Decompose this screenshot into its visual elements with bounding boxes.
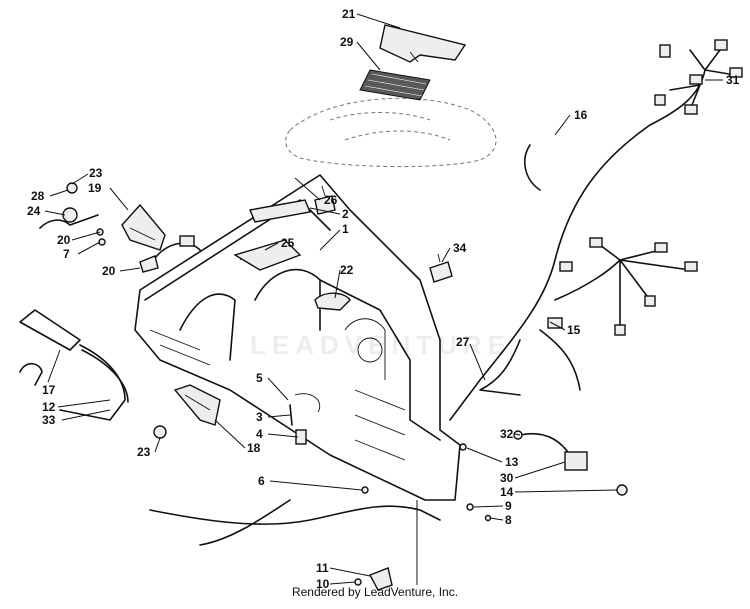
callout-34: 34 [453,241,467,255]
part-16-harness [449,124,651,421]
callout-labels: 21 29 31 16 23 28 19 24 26 2 25 1 34 22 … [27,7,740,591]
callout-26: 26 [324,193,338,207]
callout-7: 7 [63,247,70,261]
part-17-lever [19,309,129,421]
callout-17: 17 [42,383,56,397]
callout-19: 19 [88,181,102,195]
part-19-panel [121,203,166,251]
callout-23-bottom: 23 [137,445,151,459]
callout-3: 3 [256,410,263,424]
callout-11: 11 [316,561,329,575]
callout-5: 5 [256,371,263,385]
part-11-clip [354,567,393,591]
callout-24: 24 [27,204,41,218]
callout-6: 6 [258,474,265,488]
part-31-harness [649,39,743,126]
part-18-panel [173,384,221,426]
part-21-plate [379,24,467,63]
callout-28: 28 [31,189,45,203]
callout-20-lower: 20 [102,264,116,278]
part-14-nut [616,484,628,496]
part-1-console [134,174,461,501]
callout-16: 16 [574,108,588,122]
part-13-washer [459,443,467,451]
part-27-lead [479,329,581,396]
seat-outline [285,97,497,168]
part-29-screen [359,69,431,101]
callout-29: 29 [340,35,354,49]
watermark-text: LEADVENTURE [250,330,512,360]
callout-23-top: 23 [89,166,103,180]
callout-30: 30 [500,471,514,485]
callout-22: 22 [340,263,354,277]
part-34-switch [429,253,453,283]
callout-31: 31 [726,73,740,87]
part-23-washer [153,425,167,439]
callout-1: 1 [342,222,349,236]
footer-credit: Rendered by LeadVenture, Inc. [291,585,459,599]
part-20-connector [139,235,201,273]
part-30-relay [513,430,588,471]
callout-4: 4 [256,427,263,441]
callout-20-left: 20 [57,233,71,247]
callout-27: 27 [456,335,470,349]
callout-15: 15 [567,323,581,337]
callout-8: 8 [505,513,512,527]
callout-12: 12 [42,400,56,414]
callout-33: 33 [42,413,56,427]
part-28-knob [66,182,78,194]
callout-25: 25 [281,236,295,250]
part-15-branch [547,237,698,336]
callout-13: 13 [505,455,519,469]
callout-2: 2 [342,207,349,221]
callout-18: 18 [247,441,261,455]
callout-21: 21 [342,7,356,21]
callout-9: 9 [505,499,512,513]
callout-32: 32 [500,427,514,441]
part-24-key [39,207,106,246]
leader-lines [44,13,723,585]
part-6-cable [149,486,441,546]
callout-10: 10 [316,577,330,591]
callout-14: 14 [500,485,514,499]
